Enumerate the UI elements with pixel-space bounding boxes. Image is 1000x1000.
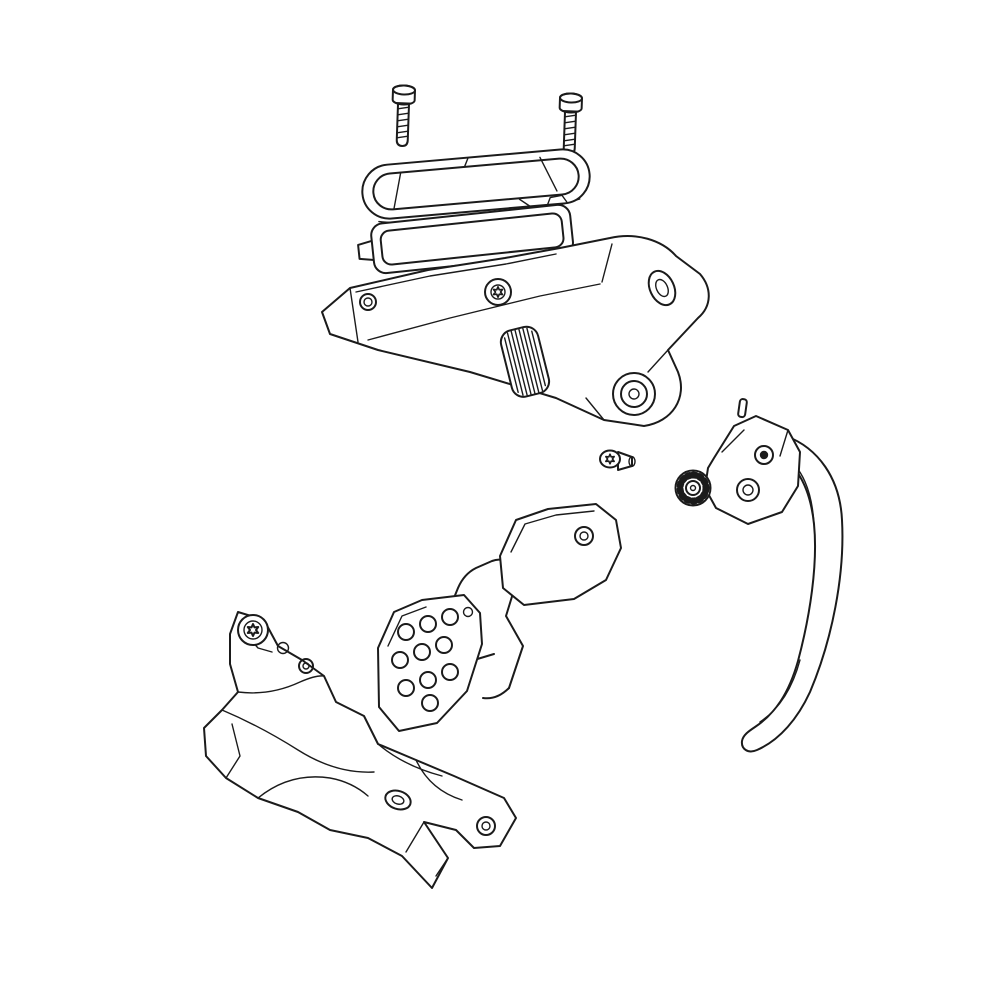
caliper-body bbox=[203, 611, 517, 889]
caliper-main-contour bbox=[221, 709, 375, 773]
master-cylinder-body bbox=[321, 235, 710, 427]
clamp-bore-inner bbox=[655, 278, 669, 298]
cover-bolt-left bbox=[390, 84, 417, 148]
diaphragm-inner bbox=[379, 212, 565, 266]
cam-bore-outer bbox=[736, 478, 760, 502]
lever-blade bbox=[740, 435, 844, 753]
cam-pin bbox=[737, 398, 748, 419]
spring-foot bbox=[482, 687, 510, 700]
body-left-facets bbox=[321, 287, 359, 343]
diaphragm-notch bbox=[546, 194, 568, 207]
rear-pad-inner-line bbox=[510, 510, 595, 553]
pivot-housing bbox=[704, 415, 801, 525]
pivot-hole-center bbox=[759, 450, 769, 460]
lever-pivot-bearing bbox=[612, 372, 656, 416]
pivot-housing-facets bbox=[721, 429, 789, 457]
pivot-hole bbox=[754, 445, 774, 465]
body-right-facets bbox=[585, 243, 669, 421]
cap-facet-lines bbox=[393, 156, 558, 210]
pad-pin-port-inner bbox=[391, 795, 405, 805]
body-mid-contour bbox=[367, 283, 601, 341]
caliper-slot-lines bbox=[377, 743, 463, 801]
clamp-bore-outer bbox=[647, 269, 677, 307]
bleed-screw bbox=[484, 278, 512, 306]
brake-pad-front bbox=[377, 594, 483, 732]
front-pad-outline bbox=[377, 594, 483, 732]
lever-blade-assembly bbox=[674, 398, 844, 753]
set-screw bbox=[599, 449, 636, 471]
rear-pad-ear-hole-inner bbox=[579, 531, 589, 541]
mount-ear-hole-inner bbox=[481, 821, 491, 831]
pad-pin-port-outer bbox=[384, 789, 412, 811]
hose-port-outer bbox=[298, 658, 314, 674]
hose-port-inner bbox=[302, 662, 310, 670]
hose-fitting-screw bbox=[276, 641, 290, 655]
rear-pad-ear-hole bbox=[574, 526, 594, 546]
set-screw-tip bbox=[628, 456, 636, 468]
set-screw-head bbox=[599, 449, 621, 469]
reach-adjust-knurl-wheel bbox=[499, 325, 551, 398]
front-pad-perforations bbox=[391, 608, 459, 712]
reservoir-port-inner bbox=[363, 297, 373, 307]
reservoir-cap bbox=[361, 148, 591, 225]
brake-pad-rear bbox=[499, 503, 622, 606]
body-top-chamfer bbox=[355, 253, 557, 293]
cap-outline bbox=[361, 148, 591, 220]
caliper-fin-lines bbox=[405, 821, 449, 877]
front-pad-inner-line bbox=[387, 606, 427, 647]
caliper-upper-contour bbox=[237, 675, 325, 694]
mount-ear-hole bbox=[476, 816, 496, 836]
reservoir-port-outer bbox=[359, 293, 377, 311]
front-pad-ear-hole bbox=[462, 606, 474, 618]
cap-inner-face bbox=[372, 157, 580, 211]
caliper-mount-bolt bbox=[237, 614, 269, 646]
cover-bolt-right bbox=[557, 92, 584, 156]
contact-adjust-dial bbox=[674, 469, 712, 507]
rear-pad-outline bbox=[499, 503, 622, 606]
cam-bore-inner bbox=[742, 484, 754, 496]
caliper-lower-lobe bbox=[257, 776, 369, 799]
